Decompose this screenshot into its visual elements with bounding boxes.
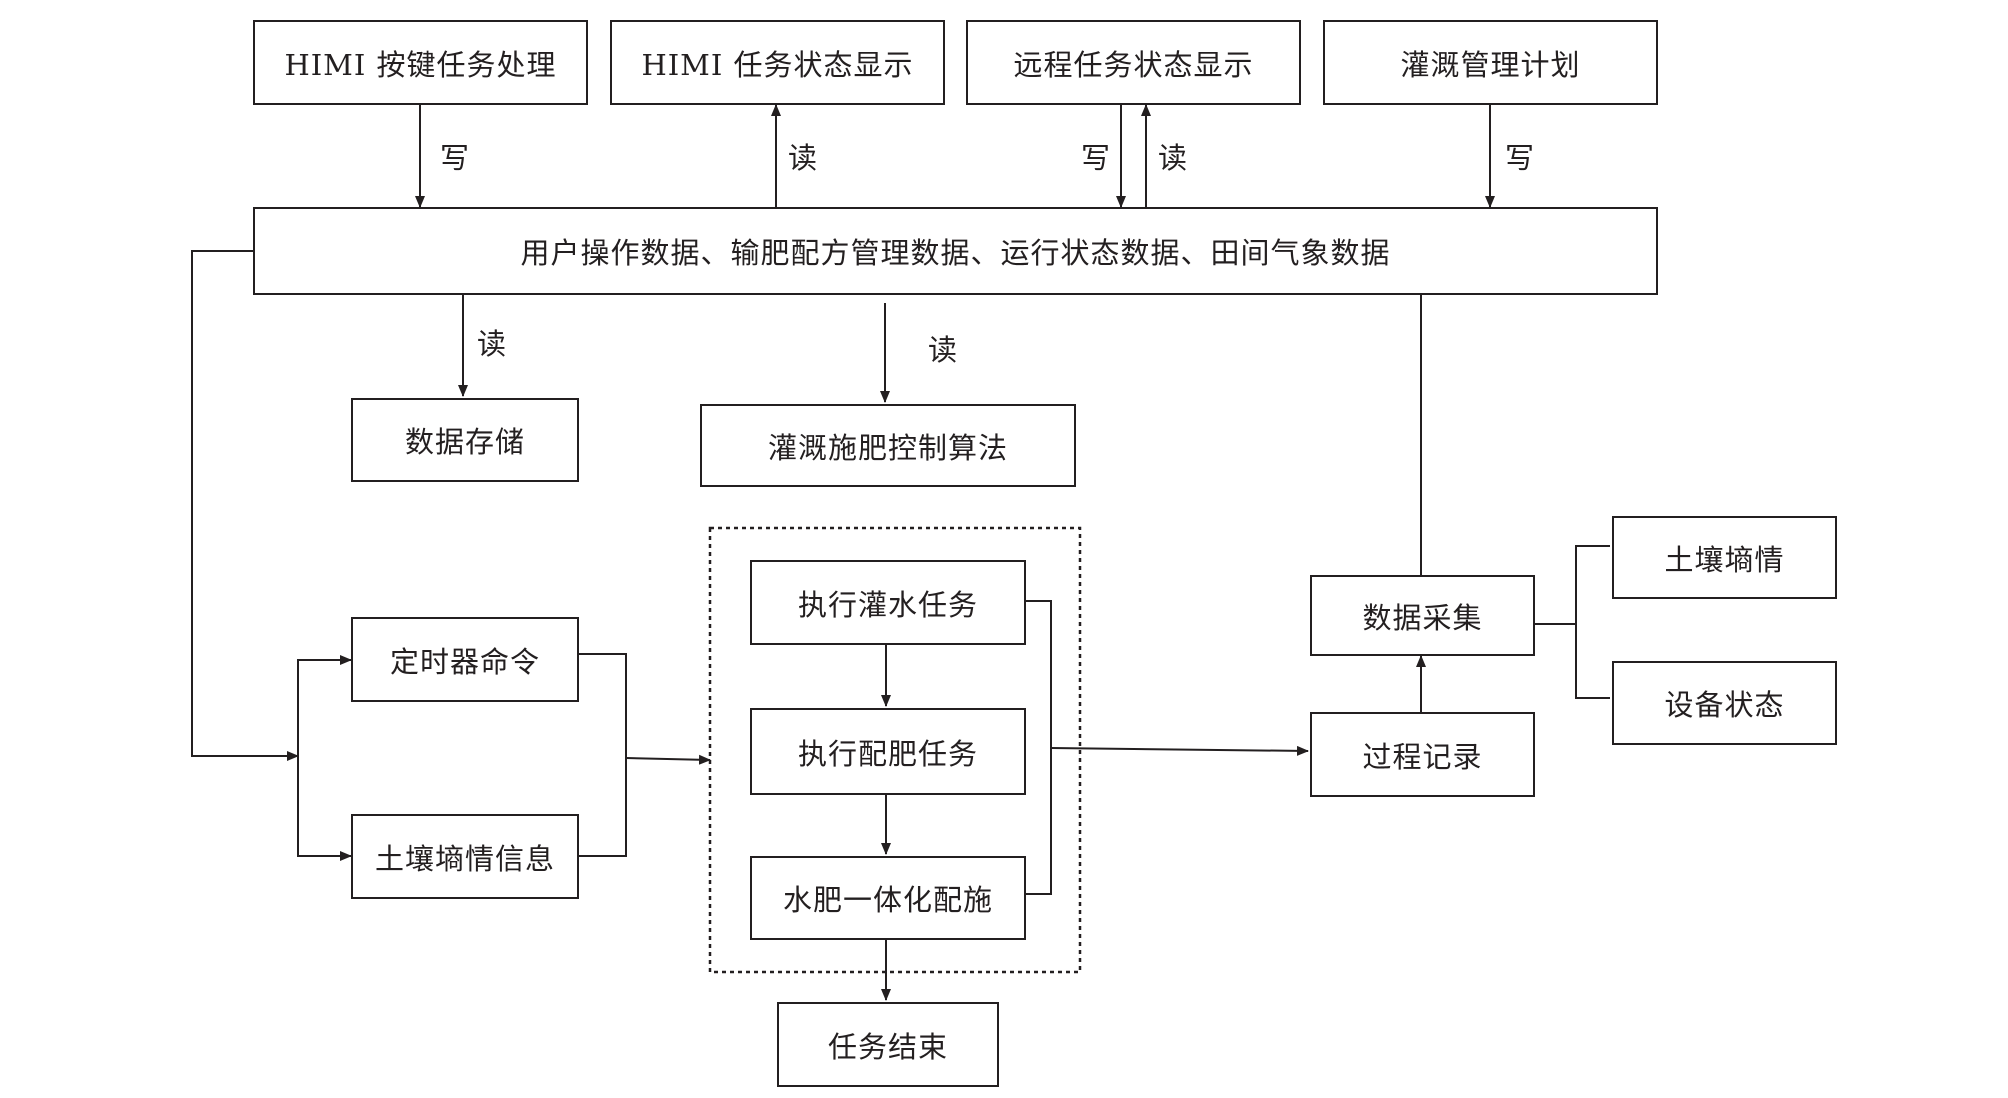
arrow-junction-to-timer <box>297 655 352 756</box>
remote-status-display-box: 远程任务状态显示 <box>966 20 1301 105</box>
himi-key-task-box: HIMI 按键任务处理 <box>253 20 588 105</box>
arrow-junction-to-soil-info <box>297 756 352 861</box>
label-write-himi-key: 写 <box>440 141 470 175</box>
timer-command-box: 定时器命令 <box>351 617 579 702</box>
connector-timer-bracket <box>577 653 627 857</box>
soil-moisture-info-box: 土壤墒情信息 <box>351 814 579 899</box>
water-fert-integration-box: 水肥一体化配施 <box>750 856 1026 940</box>
soil-moisture-box: 土壤墒情 <box>1612 516 1837 599</box>
exec-irrigation-box: 执行灌水任务 <box>750 560 1026 645</box>
data-bus-box: 用户操作数据、输肥配方管理数据、运行状态数据、田间气象数据 <box>253 207 1658 295</box>
connector-task-right-bracket <box>1025 600 1052 895</box>
data-acquisition-box: 数据采集 <box>1310 575 1535 656</box>
connector-right-bracket <box>1575 545 1610 699</box>
data-storage-box: 数据存储 <box>351 398 579 482</box>
task-end-box: 任务结束 <box>777 1002 999 1087</box>
label-read-storage: 读 <box>477 327 507 361</box>
process-record-box: 过程记录 <box>1310 712 1535 797</box>
device-status-box: 设备状态 <box>1612 661 1837 745</box>
task-group-dashed-frame <box>708 526 1082 974</box>
himi-status-display-box: HIMI 任务状态显示 <box>610 20 945 105</box>
label-read-algorithm: 读 <box>928 333 958 367</box>
irrigation-plan-box: 灌溉管理计划 <box>1323 20 1658 105</box>
arrow-tasks-to-process-record <box>1050 745 1309 756</box>
arrow-bracket-to-task-group <box>625 754 711 765</box>
connector-bus-to-left-junction <box>191 250 299 761</box>
exec-fertilizer-box: 执行配肥任务 <box>750 708 1026 795</box>
control-algorithm-box: 灌溉施肥控制算法 <box>700 404 1076 487</box>
label-write-remote: 写 <box>1081 141 1111 175</box>
label-write-plan: 写 <box>1505 141 1535 175</box>
label-read-himi-status: 读 <box>788 141 818 175</box>
label-read-remote: 读 <box>1158 141 1188 175</box>
